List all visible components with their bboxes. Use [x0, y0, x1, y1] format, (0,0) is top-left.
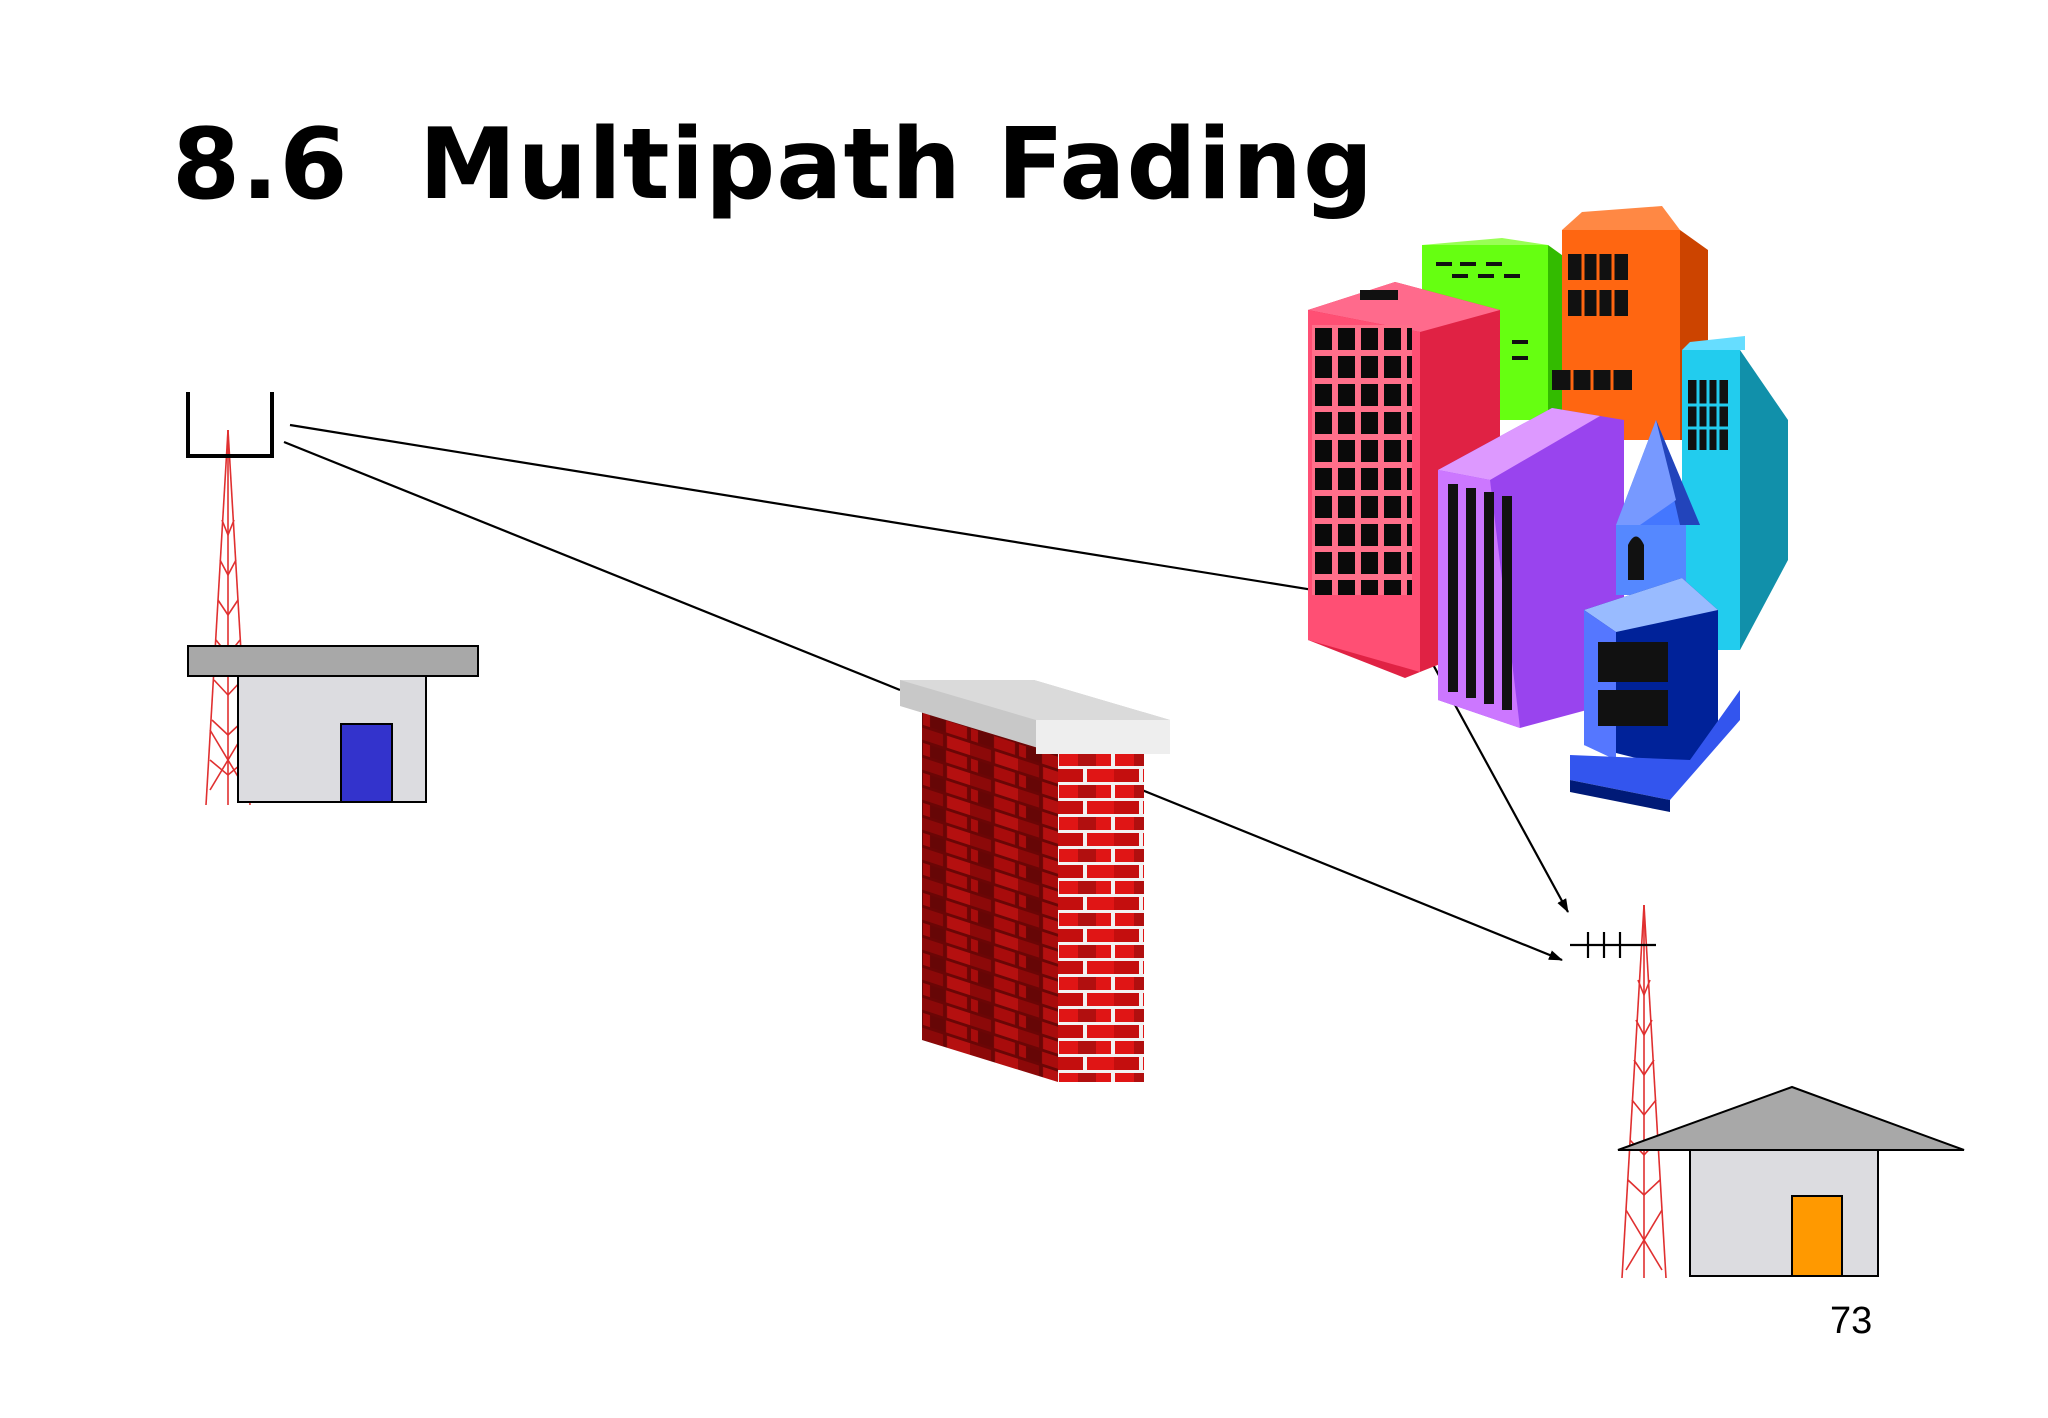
transmitter-tower-icon: [186, 392, 274, 806]
transmitter-house-door: [340, 723, 393, 803]
transmitter-house: [187, 645, 479, 803]
city-buildings-icon: [1308, 206, 1788, 812]
receiver-antenna-icon: [1570, 904, 1667, 1279]
ray-to-buildings: [289, 423, 1401, 606]
receiver-house: [1617, 1085, 1965, 1277]
ray-reflected-from-wall: [1141, 788, 1563, 962]
ray-to-wall: [283, 440, 901, 692]
slide-title: 8.6 Multipath Fading: [172, 108, 1375, 222]
receiver-house-door: [1791, 1195, 1843, 1277]
brick-wall-icon: [900, 680, 1170, 1082]
page-number: 73: [1830, 1300, 1873, 1342]
